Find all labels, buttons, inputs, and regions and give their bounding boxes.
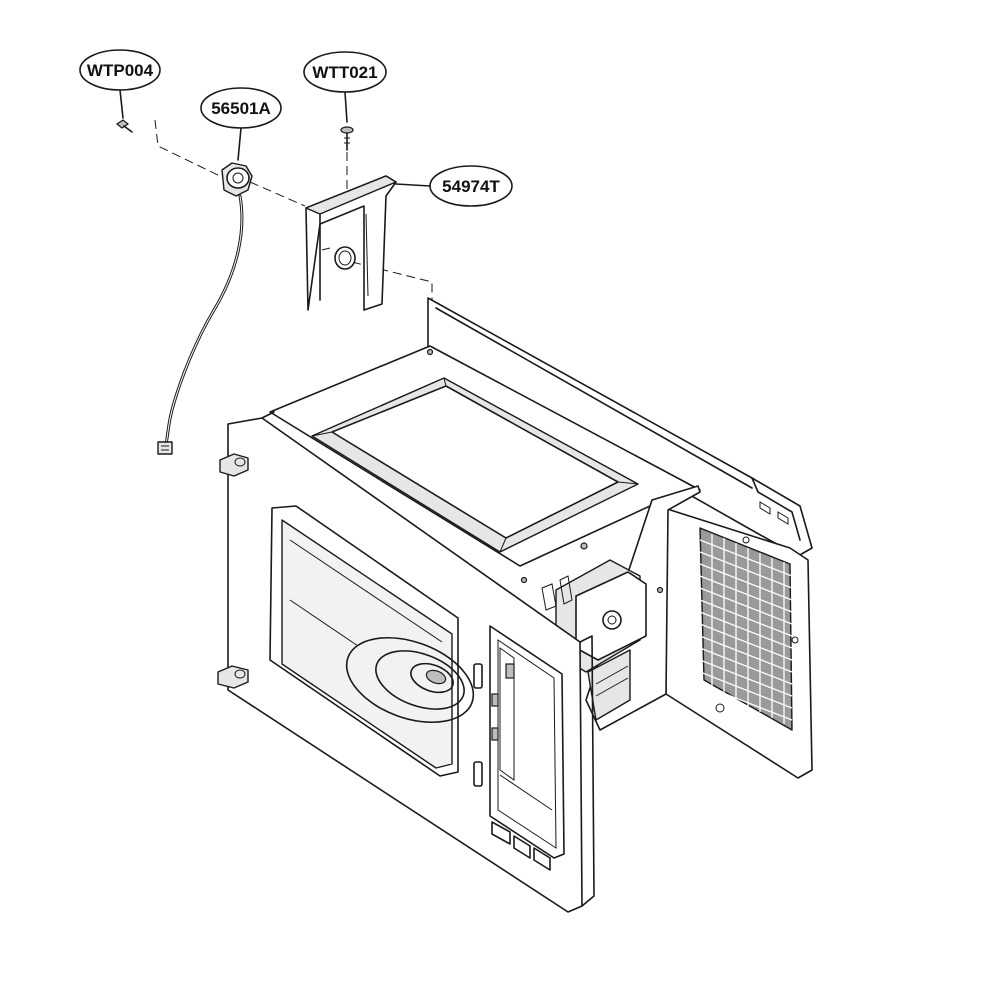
door-hinge-bottom bbox=[217, 665, 249, 689]
microwave-cavity-chassis bbox=[217, 297, 813, 913]
callout-label-wtp004: WTP004 bbox=[87, 61, 154, 80]
screw-wtp004-part bbox=[115, 119, 133, 133]
turntable-rings bbox=[345, 636, 475, 724]
door-hinge-top bbox=[219, 453, 249, 477]
callout-label-wtt021: WTT021 bbox=[312, 63, 377, 82]
callout-56501a[interactable]: 56501A bbox=[200, 87, 282, 161]
callout-54974t[interactable]: 54974T bbox=[395, 165, 513, 207]
assembly-guide-lines bbox=[154, 119, 433, 300]
sensor-56501a-part bbox=[157, 162, 253, 455]
bracket-54974t-part bbox=[305, 175, 397, 311]
vent-mesh bbox=[699, 534, 793, 724]
callout-label-54974t: 54974T bbox=[442, 177, 500, 196]
screw-wtt021-part bbox=[340, 126, 354, 151]
callout-wtp004[interactable]: WTP004 bbox=[79, 49, 161, 119]
callout-label-56501a: 56501A bbox=[211, 99, 271, 118]
callout-wtt021[interactable]: WTT021 bbox=[303, 51, 387, 123]
